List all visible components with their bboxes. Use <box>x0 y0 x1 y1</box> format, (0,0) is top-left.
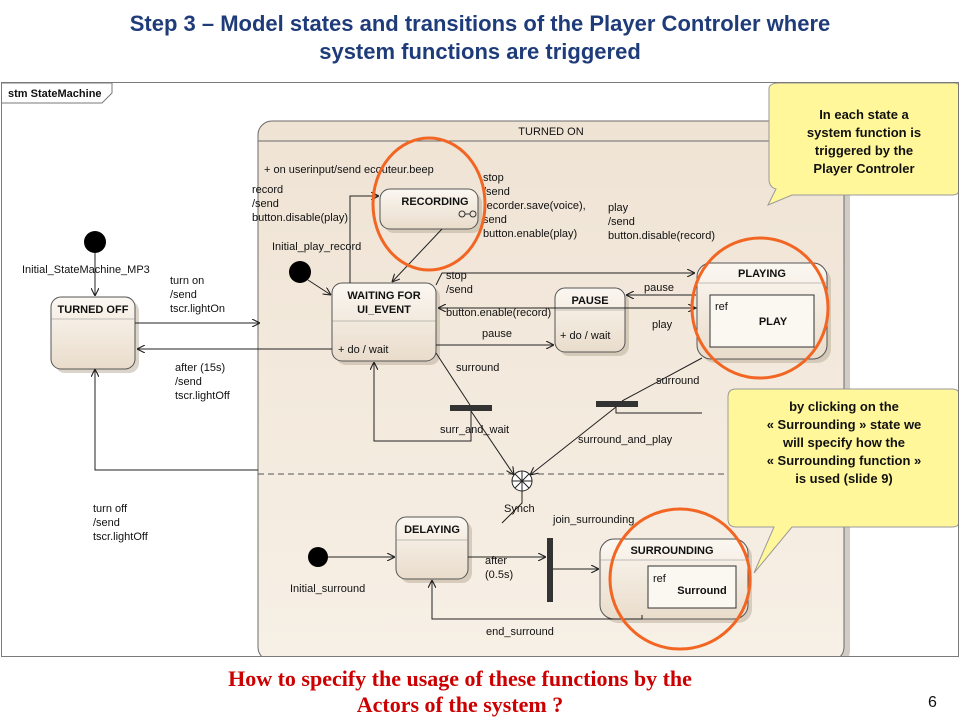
after-15s-label-1: after (15s) <box>175 362 225 374</box>
waiting-state[interactable]: WAITING FOR UI_EVENT + do / wait <box>331 282 440 365</box>
top-callout-line-3: triggered by the <box>815 143 913 158</box>
pause-state[interactable]: PAUSE + do / wait <box>554 287 629 356</box>
turn-on-label-3: tscr.lightOn <box>170 303 225 315</box>
play-label-3: button.disable(record) <box>608 230 715 242</box>
record-label-1: record <box>252 184 283 196</box>
page-number: 6 <box>928 694 937 711</box>
play-label-1: play <box>608 202 629 214</box>
surround-and-play-label: surround_and_play <box>578 434 673 446</box>
record-label-3: button.disable(play) <box>252 212 348 224</box>
bottom-callout-line-5: is used (slide 9) <box>795 471 893 486</box>
stop-playing-label-3: button.enable(record) <box>446 307 551 319</box>
surround-transition-label-1: surround <box>456 362 499 374</box>
recording-label: RECORDING <box>401 196 468 208</box>
recording-state[interactable]: RECORDING <box>379 188 482 233</box>
frame-tab: stm StateMachine <box>2 83 113 104</box>
recording-highlight-ring <box>371 136 487 272</box>
synch-pseudostate <box>511 470 533 492</box>
surrounding-state[interactable]: SURROUNDING ref Surround <box>599 538 752 623</box>
bottom-callout-line-1: by clicking on the <box>789 399 899 414</box>
surrounding-highlight-ring <box>608 507 752 651</box>
play-label-2: /send <box>608 216 635 228</box>
pause-transition-label-2: pause <box>644 282 674 294</box>
bottom-callout-line-2: « Surrounding » state we <box>767 417 922 432</box>
join-surrounding-bar <box>547 538 553 602</box>
stop-recording-label-5: button.enable(play) <box>483 228 577 240</box>
stop-recording-label-4: send <box>483 214 507 226</box>
delaying-label: DELAYING <box>404 524 460 536</box>
delaying-state[interactable]: DELAYING <box>395 516 472 583</box>
playing-highlight-ring <box>690 236 830 380</box>
pause-do-action: + do / wait <box>560 330 610 342</box>
playing-label: PLAYING <box>738 268 786 280</box>
play-ref-fragment[interactable] <box>709 294 815 348</box>
slide-title: Step 3 – Model states and transitions of… <box>0 10 960 66</box>
bottom-callout-line-3: will specify how the <box>782 435 905 450</box>
turn-on-label-1: turn on <box>170 275 204 287</box>
play-ref-name: PLAY <box>759 316 788 328</box>
stop-recording-label-1: stop <box>483 172 504 184</box>
turned-off-state[interactable]: TURNED OFF <box>50 296 139 373</box>
surround-and-play-fork <box>596 401 638 407</box>
play-transition-label-2: play <box>652 319 673 331</box>
slide-title-line-2: system functions are triggered <box>319 39 641 64</box>
surr-and-wait-label: surr_and_wait <box>440 424 509 436</box>
question-line-1: How to specify the usage of these functi… <box>228 666 692 691</box>
frame-tab-label: stm StateMachine <box>8 88 102 100</box>
turn-on-label-2: /send <box>170 289 197 301</box>
turn-off-label-3: tscr.lightOff <box>93 531 149 543</box>
pause-label: PAUSE <box>571 295 608 307</box>
pause-transition-label-1: pause <box>482 328 512 340</box>
turn-off-label-2: /send <box>93 517 120 529</box>
stop-recording-label-2: /send <box>483 186 510 198</box>
after-15s-label-3: tscr.lightOff <box>175 390 231 402</box>
question-text: How to specify the usage of these functi… <box>120 666 800 718</box>
initial-play-record-node <box>289 261 311 283</box>
initial-mp3-node <box>84 231 106 253</box>
stop-playing-label-1: stop <box>446 270 467 282</box>
join-surrounding-label: join_surrounding <box>552 514 634 526</box>
turn-off-label-1: turn off <box>93 503 128 515</box>
state-machine-diagram: stm StateMachine TURNED ON + on userinpu… <box>1 82 959 657</box>
top-callout-line-4: Player Controler <box>813 161 914 176</box>
surround-ref-fragment[interactable] <box>647 565 737 609</box>
surround-ref-name: Surround <box>677 585 727 597</box>
bottom-callout: by clicking on the « Surrounding » state… <box>727 388 958 574</box>
waiting-label-line1: WAITING FOR <box>347 290 420 302</box>
top-callout-line-2: system function is <box>807 125 921 140</box>
end-surround-label: end_surround <box>486 626 554 638</box>
playing-state[interactable]: PLAYING ref PLAY <box>696 262 831 363</box>
stop-playing-label-2: /send <box>446 284 473 296</box>
top-callout: In each state a system function is trigg… <box>766 83 958 206</box>
initial-surround-node <box>308 547 328 567</box>
slide-title-line-1: Step 3 – Model states and transitions of… <box>129 11 831 36</box>
after-05s-label-2: (0.5s) <box>485 569 513 581</box>
turned-on-internal-action: + on userinput/send ecouteur.beep <box>264 164 434 176</box>
waiting-label-line2: UI_EVENT <box>357 304 411 316</box>
bottom-callout-line-4: « Surrounding function » <box>767 453 922 468</box>
surround-ref-keyword: ref <box>653 573 667 585</box>
waiting-do-action: + do / wait <box>338 344 388 356</box>
turned-off-label: TURNED OFF <box>58 304 129 316</box>
synch-label: Synch <box>504 503 535 515</box>
stop-recording-label-3: recorder.save(voice), <box>483 200 586 212</box>
diagram-canvas: stm StateMachine TURNED ON + on userinpu… <box>2 83 958 656</box>
surround-transition-label-2: surround <box>656 375 699 387</box>
after-15s-label-2: /send <box>175 376 202 388</box>
initial-surround-label: Initial_surround <box>290 583 365 595</box>
turned-on-label: TURNED ON <box>518 126 583 138</box>
initial-play-record-label: Initial_play_record <box>272 241 361 253</box>
top-callout-line-1: In each state a <box>819 107 909 122</box>
record-label-2: /send <box>252 198 279 210</box>
initial-mp3-label: Initial_StateMachine_MP3 <box>22 264 150 276</box>
surr-and-wait-fork <box>450 405 492 411</box>
play-ref-keyword: ref <box>715 301 729 313</box>
question-line-2: Actors of the system ? <box>356 692 564 717</box>
transition-lines <box>95 196 703 620</box>
after-05s-label-1: after <box>485 555 507 567</box>
surrounding-label: SURROUNDING <box>630 545 713 557</box>
